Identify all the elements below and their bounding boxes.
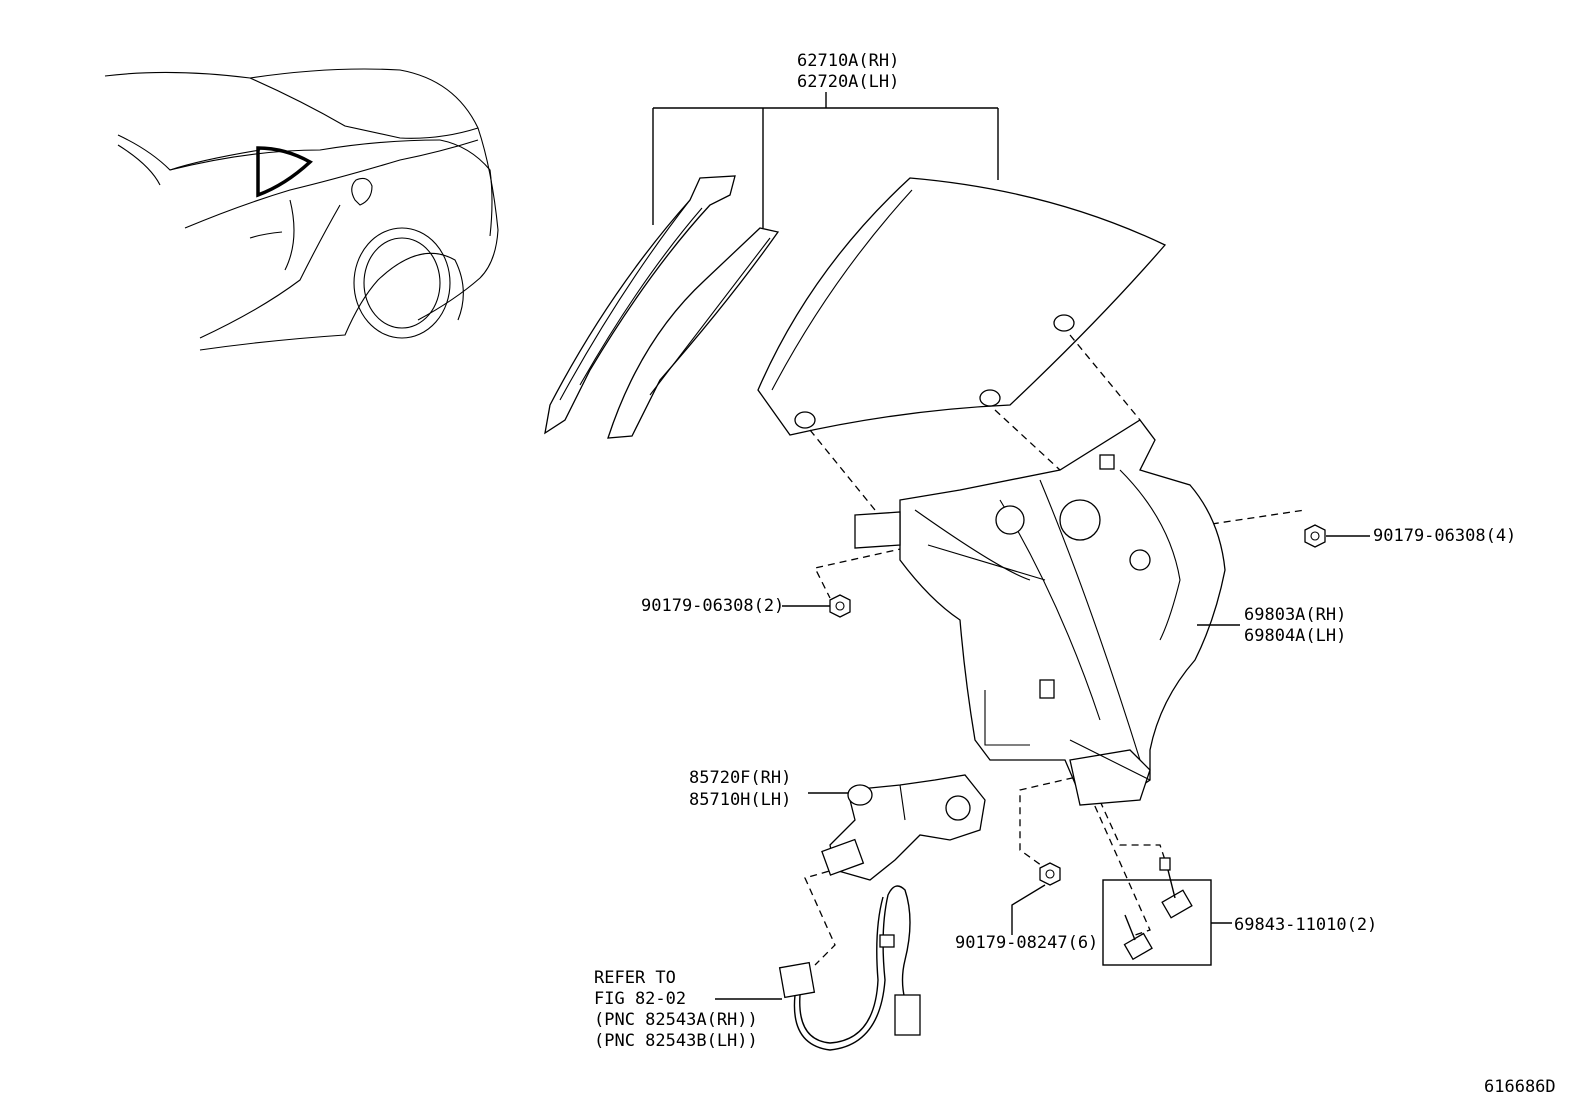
label-glass-lh: 62720A(LH)	[797, 72, 899, 92]
label-refer-line-2: FIG 82-02	[594, 989, 686, 1009]
nut-left	[782, 594, 851, 618]
regulator-motor	[808, 774, 986, 881]
label-nut-right: 90179-06308(4)	[1373, 526, 1516, 546]
weatherstrip	[607, 227, 780, 439]
label-refer-line-4: (PNC 82543B(LH))	[594, 1031, 758, 1051]
nut-right	[1304, 524, 1370, 548]
label-nut-left: 90179-06308(2)	[641, 596, 784, 616]
label-refer-line-3: (PNC 82543A(RH))	[594, 1010, 758, 1030]
vehicle-location-sketch	[104, 68, 499, 351]
bolt-group	[1102, 857, 1232, 966]
label-bolt: 69843-11010(2)	[1234, 915, 1377, 935]
figure-id: 616686D	[1484, 1077, 1556, 1097]
window-regulator	[854, 419, 1226, 806]
label-motor-lh: 85710H(LH)	[689, 790, 791, 810]
wire-harness	[715, 885, 921, 1051]
nut-bottom	[1011, 862, 1061, 935]
label-regulator-rh: 69803A(RH)	[1244, 605, 1346, 625]
label-regulator-lh: 69804A(LH)	[1244, 626, 1346, 646]
glass-run-channel	[544, 175, 736, 435]
glass-callout	[652, 92, 999, 228]
label-nut-bottom: 90179-08247(6)	[955, 933, 1098, 953]
door-glass	[757, 177, 1167, 436]
label-refer-line-1: REFER TO	[594, 968, 676, 988]
label-glass-rh: 62710A(RH)	[797, 51, 899, 71]
label-motor-rh: 85720F(RH)	[689, 768, 791, 788]
